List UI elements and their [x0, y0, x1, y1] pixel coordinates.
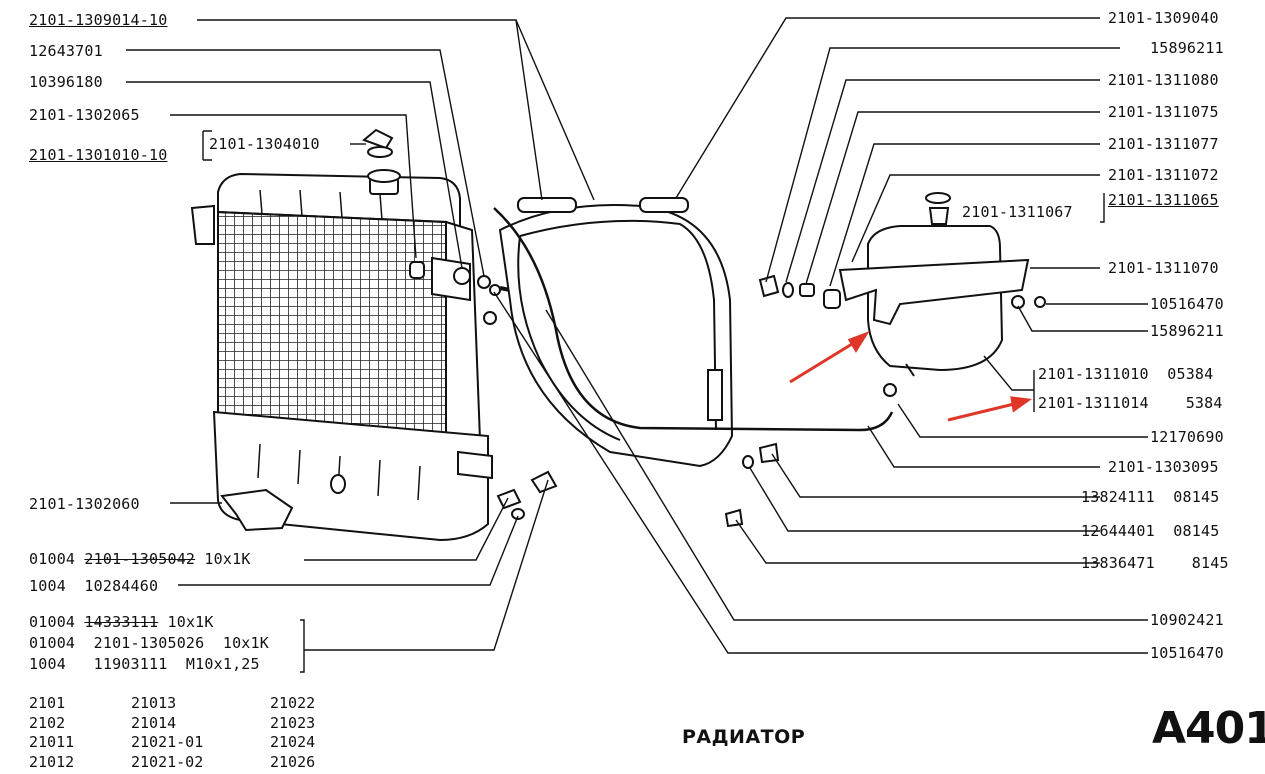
page-code: A401	[1152, 703, 1265, 754]
model-code: 21024	[270, 733, 316, 751]
model-code: 21026	[270, 752, 316, 771]
label-expansion-tank-new: 2101-1311014 5384	[1038, 394, 1223, 412]
label-expansion-tank-old: 2101-1311010 05384	[1038, 365, 1214, 383]
label-15896211-tank: 15896211	[1150, 322, 1224, 340]
label-struck-part: 2101-1305042	[84, 550, 196, 568]
label-struck-part: 14333111	[84, 613, 159, 631]
label-2101-1311072: 2101-1311072	[1108, 166, 1219, 184]
label-2101-1302065: 2101-1302065	[29, 106, 140, 124]
page-title: РАДИАТОР	[682, 726, 806, 748]
expansion-tank	[838, 192, 1030, 377]
label-2101-1311080: 2101-1311080	[1108, 71, 1219, 89]
model-code: 21013	[131, 694, 177, 712]
label-prefix: 01004	[29, 613, 76, 631]
label-radiator: 2101-1301010-10	[29, 146, 168, 164]
leader-lines	[126, 17, 1148, 673]
label-13836471: 13836471 8145	[1081, 554, 1229, 572]
label-2101-1309040: 2101-1309040	[1108, 9, 1219, 27]
label-10516470-bottom: 10516470	[1150, 644, 1224, 662]
label-01004-1305042: 01004 2101-1305042 10x1K	[29, 550, 251, 568]
radiator-cap	[362, 128, 394, 158]
label-2101-1311075: 2101-1311075	[1108, 103, 1219, 121]
model-code: 21023	[270, 713, 316, 732]
label-2101-1311077: 2101-1311077	[1108, 135, 1219, 153]
model-code: 21021-02	[131, 752, 204, 771]
label-10396180: 10396180	[29, 73, 103, 91]
model-code: 21014	[131, 713, 177, 732]
label-drain-bracket: 2101-1302060	[29, 495, 140, 513]
label-prefix: 01004	[29, 550, 76, 568]
label-tank-cap: 2101-1311065	[1108, 191, 1219, 209]
radiator-fittings	[496, 470, 558, 520]
model-code: 2101	[29, 694, 66, 712]
label-13824111: 13824111 08145	[1081, 488, 1220, 506]
tank-hardware	[724, 274, 1046, 528]
label-tank-strap: 2101-1311070	[1108, 259, 1219, 277]
model-code: 21012	[29, 752, 75, 771]
model-code: 2102	[29, 713, 66, 732]
label-radiator-cap: 2101-1304010	[209, 135, 320, 153]
label-12170690: 12170690	[1150, 428, 1224, 446]
label-hose-2101-1303095: 2101-1303095	[1108, 458, 1219, 476]
label-10284460: 1004 10284460	[29, 577, 159, 595]
label-radiator-hose-upper: 2101-1309014-10	[29, 11, 168, 29]
hose-line	[493, 207, 894, 432]
label-suffix: 10x1K	[204, 550, 251, 568]
label-10902421: 10902421	[1150, 611, 1224, 629]
label-12643701: 12643701	[29, 42, 103, 60]
label-12644401: 12644401 08145	[1081, 522, 1220, 540]
red-arrows	[789, 331, 1032, 422]
label-2101-1305026: 01004 2101-1305026 10x1K	[29, 634, 269, 652]
radiator	[190, 169, 539, 542]
label-11903111: 1004 11903111 M10x1,25	[29, 655, 260, 673]
label-suffix: 10x1K	[167, 613, 214, 631]
label-10516470-tank: 10516470	[1150, 295, 1224, 313]
model-code: 21021-01	[131, 733, 204, 751]
drain-plug-bracket	[220, 488, 294, 532]
model-applicability-list: 2101 21013 21022 2102 21014 21023 21011 …	[29, 694, 349, 774]
label-2101-1311067: 2101-1311067	[962, 203, 1073, 221]
model-code: 21022	[270, 694, 316, 712]
label-01004-14333111: 01004 14333111 10x1K	[29, 613, 214, 631]
model-code: 21011	[29, 733, 75, 751]
fan-shroud	[498, 197, 734, 468]
label-15896211-top: 15896211	[1150, 39, 1224, 57]
